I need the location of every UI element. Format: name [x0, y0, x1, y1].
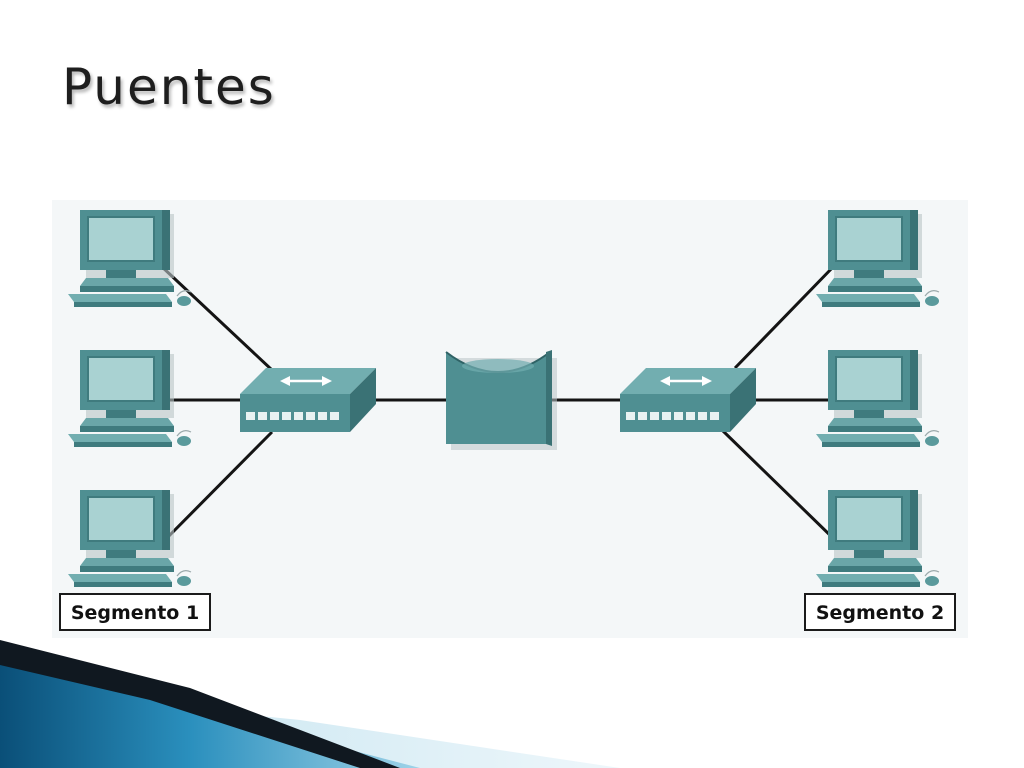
link-pc1-hub1 [158, 263, 274, 372]
network-links [158, 263, 837, 547]
segment-1-label-box: Segmento 1 [59, 593, 211, 631]
bridge-icon [445, 350, 557, 450]
link-hub2-pc4 [733, 263, 837, 370]
hub-icon [238, 366, 378, 434]
link-hub2-pc6 [720, 428, 837, 542]
hub-icon [618, 366, 758, 434]
decorative-wedge [0, 640, 620, 768]
segment-2-label-box: Segmento 2 [804, 593, 956, 631]
segment-1-label: Segmento 1 [71, 602, 199, 624]
slide-title: Puentes [62, 58, 276, 116]
link-pc3-hub1 [158, 430, 274, 547]
segment-2-label: Segmento 2 [816, 602, 944, 624]
